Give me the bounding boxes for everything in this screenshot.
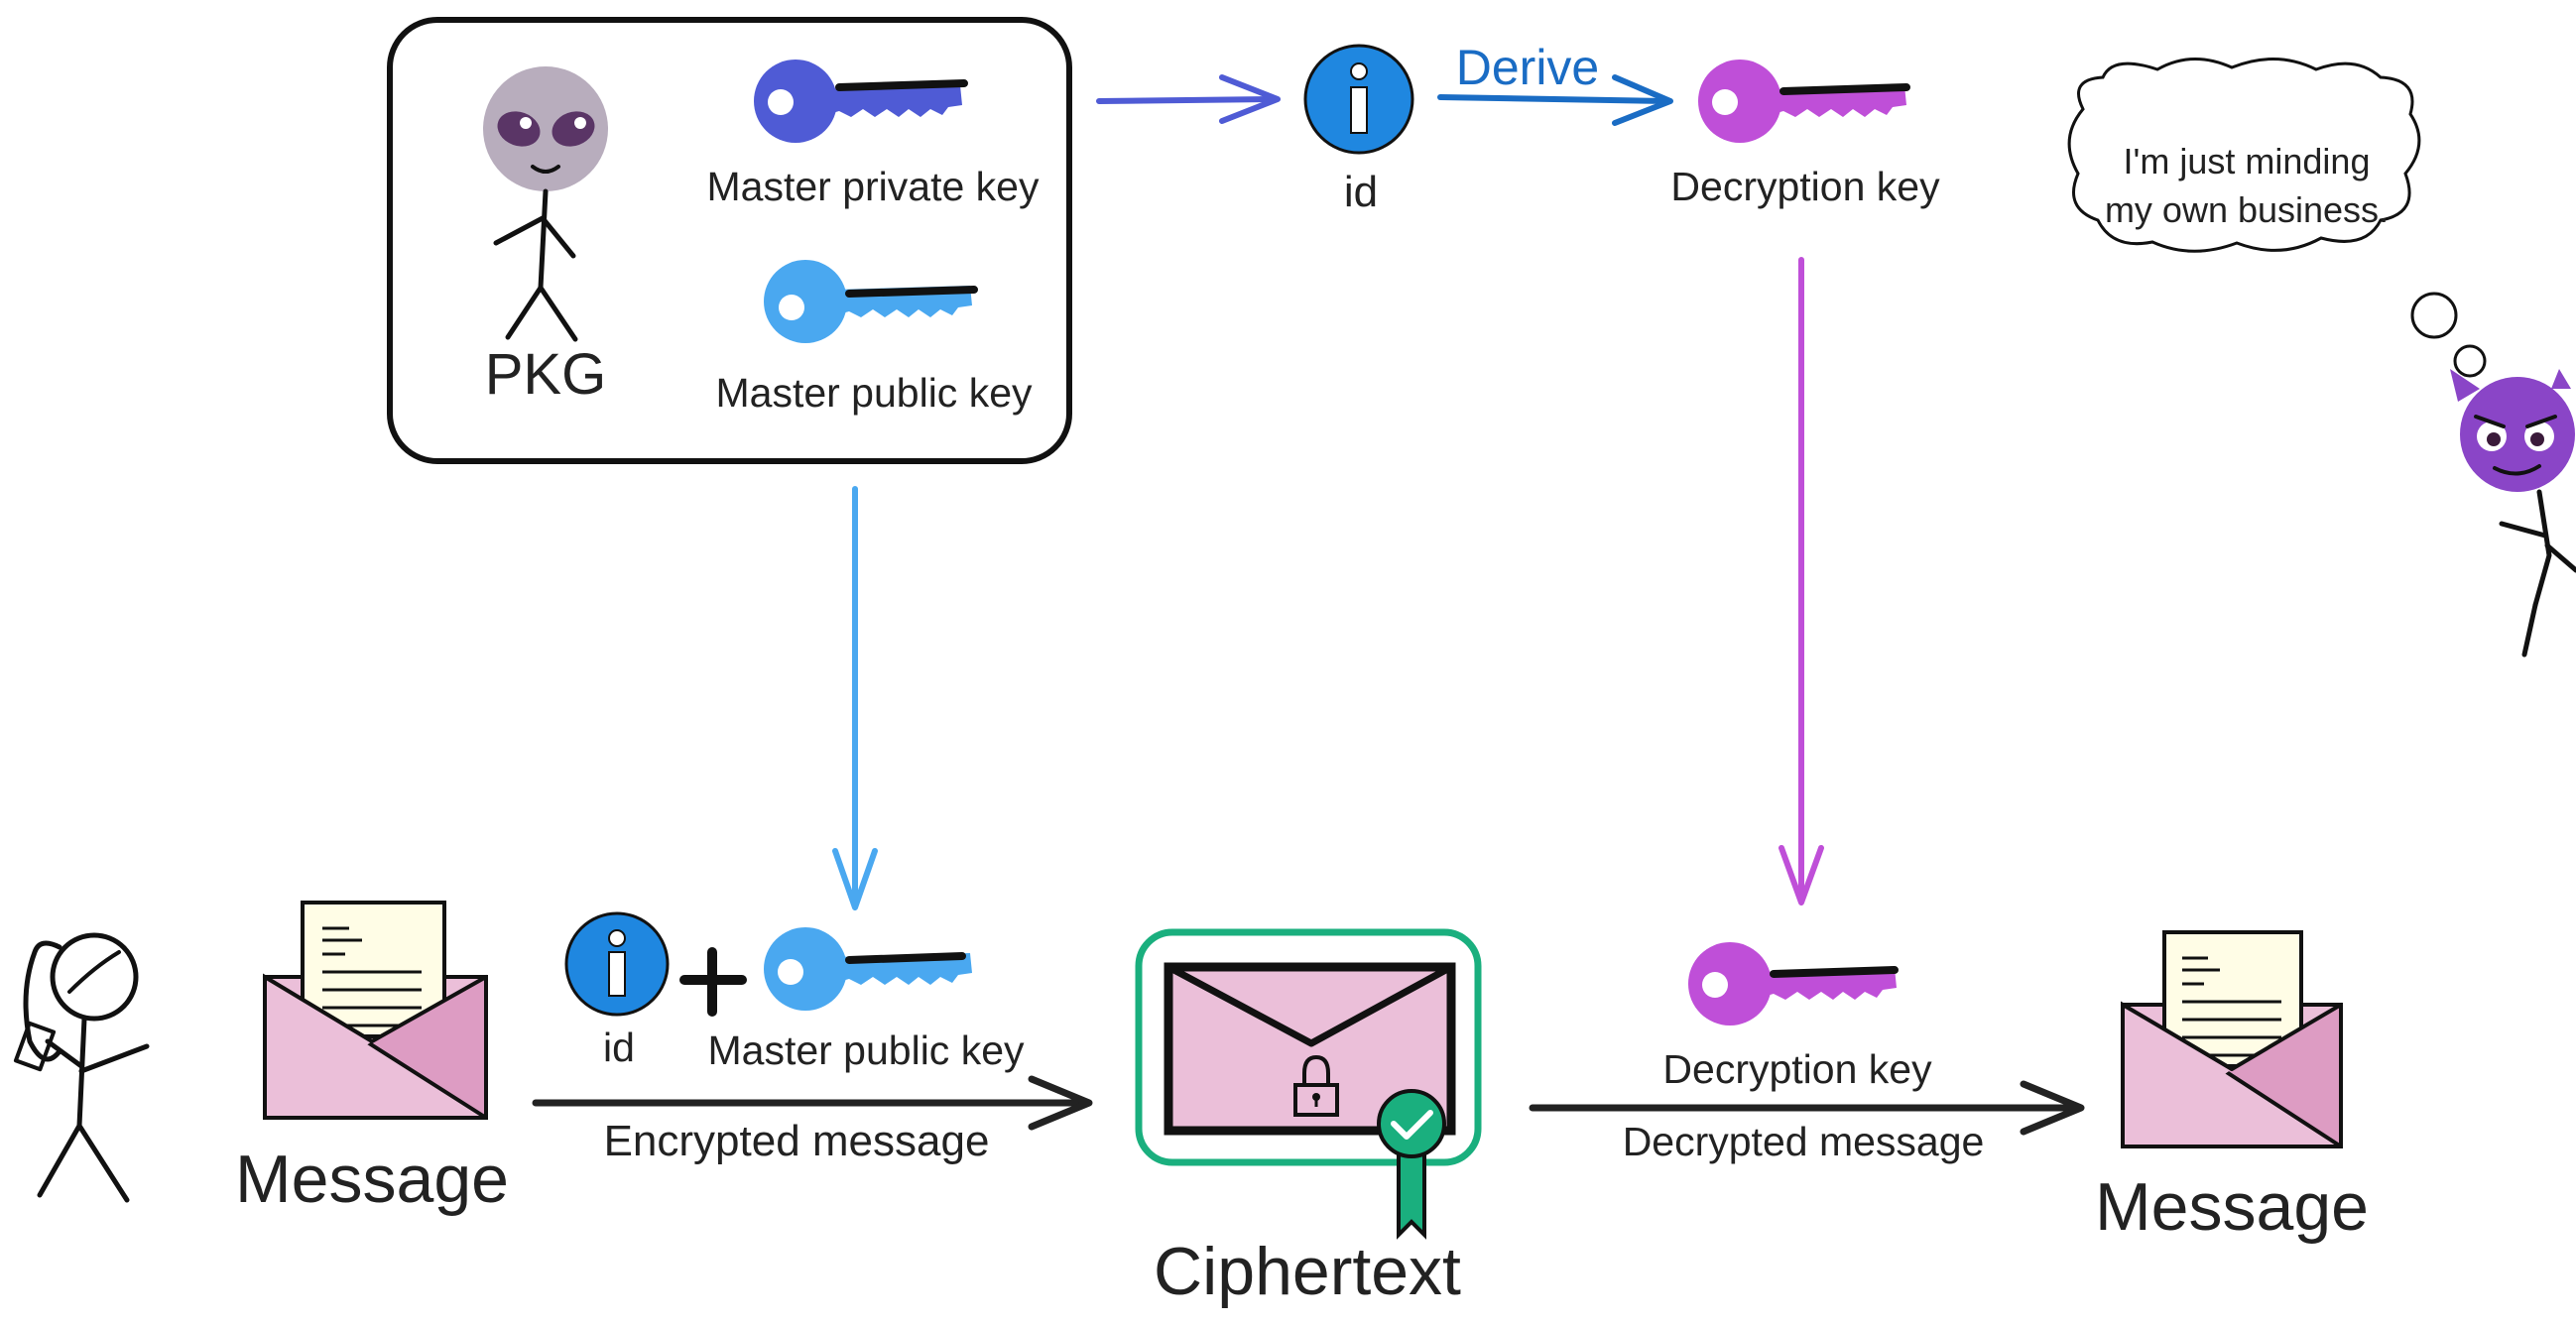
- receiver-message-envelope-icon: [2121, 930, 2343, 1148]
- top-decryption-key-label: Decryption key: [1670, 164, 1940, 209]
- ciphertext-label: Ciphertext: [1154, 1234, 1461, 1309]
- decrypted-message-label: Decrypted message: [1623, 1119, 1985, 1164]
- master-public-key-down-arrow: [832, 486, 878, 910]
- decryption-key-down-arrow: [1779, 257, 1824, 905]
- plus-icon: [679, 947, 747, 1017]
- devil-eavesdropper-figure: [2450, 369, 2576, 658]
- thought-line-2: my own business.: [2105, 189, 2389, 230]
- pkg-label: PKG: [485, 342, 607, 407]
- bottom-master-public-key-label: Master public key: [707, 1027, 1025, 1073]
- id-info-icon: [1303, 44, 1414, 155]
- bottom-decryption-key-icon: [1688, 942, 1899, 1025]
- encrypted-message-label: Encrypted message: [604, 1117, 990, 1165]
- padlock-icon: [1293, 1054, 1339, 1117]
- thought-bubble: I'm just minding my own business.: [2067, 58, 2487, 378]
- derive-arrow: [1437, 74, 1673, 126]
- sender-stick-figure: [13, 932, 150, 1203]
- top-id-label: id: [1344, 168, 1378, 216]
- top-decryption-key-icon: [1698, 60, 1910, 143]
- decrypt-arrow: [1529, 1080, 2085, 1136]
- encrypt-arrow: [532, 1075, 1093, 1131]
- master-public-key-icon: [764, 260, 978, 343]
- verified-badge-icon: [1377, 1089, 1446, 1240]
- sender-message-label: Message: [235, 1142, 509, 1217]
- bottom-master-public-key-icon: [764, 927, 972, 1011]
- bottom-decryption-key-label: Decryption key: [1662, 1046, 1932, 1092]
- derive-label: Derive: [1456, 40, 1599, 95]
- pkg-alien-figure: [483, 66, 608, 342]
- bottom-id-info-icon: [564, 911, 670, 1017]
- master-private-key-icon: [754, 60, 968, 143]
- master-public-key-label: Master public key: [715, 370, 1033, 416]
- thought-line-1: I'm just minding: [2124, 141, 2371, 181]
- sender-message-envelope-icon: [263, 901, 488, 1120]
- receiver-message-label: Message: [2095, 1169, 2369, 1245]
- pkg-to-id-arrow: [1096, 74, 1281, 124]
- bottom-id-label: id: [603, 1025, 635, 1070]
- master-private-key-label: Master private key: [707, 164, 1040, 209]
- pkg-box: PKG Master private key Master public key: [387, 17, 1072, 464]
